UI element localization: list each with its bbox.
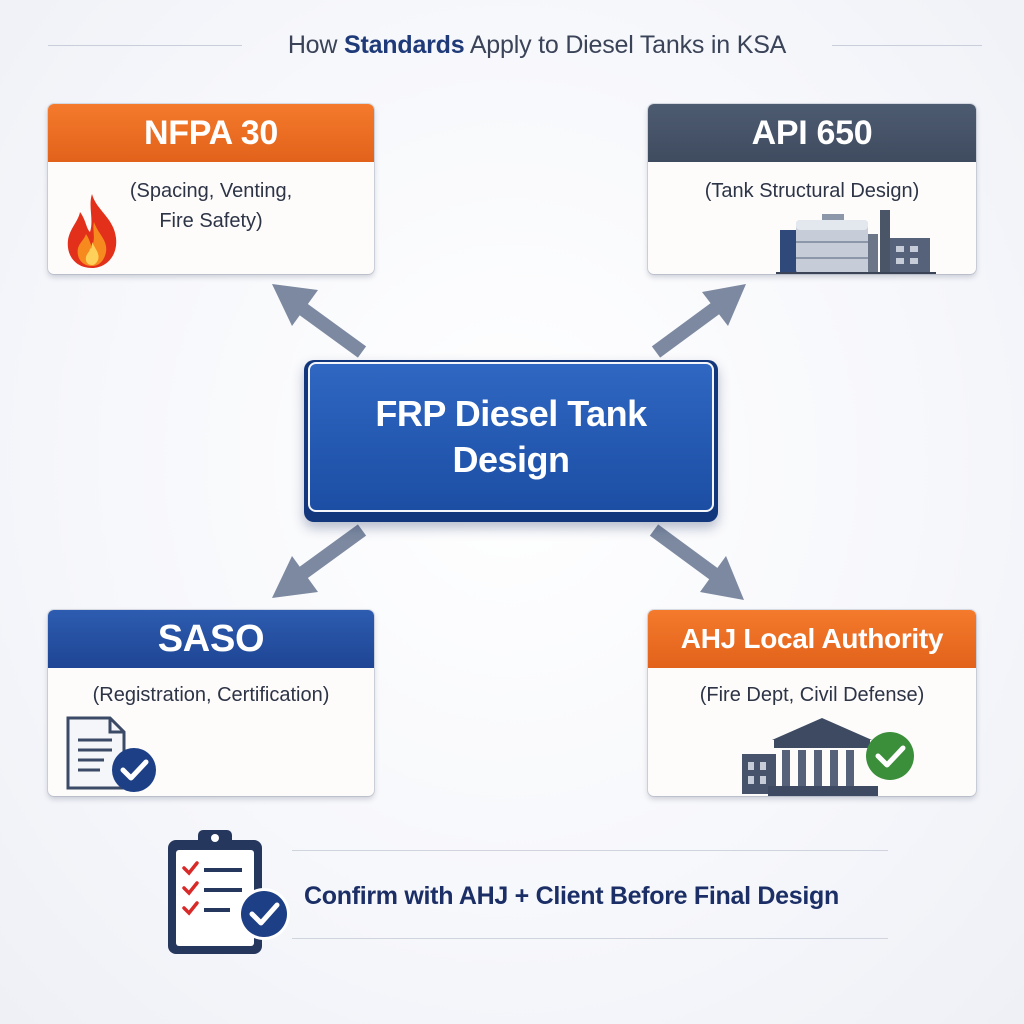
title-prefix: How: [287, 31, 344, 59]
card-nfpa-description: (Spacing, Venting, Fire Safety): [48, 176, 374, 236]
storage-tank-icon: [776, 210, 936, 274]
clipboard-checklist-icon: [168, 830, 290, 954]
card-nfpa-title: NFPA 30: [48, 104, 374, 162]
diagram-title: How Standards Apply to Diesel Tanks in K…: [252, 31, 822, 60]
title-suffix: Apply to Diesel Tanks in KSA: [464, 31, 787, 59]
card-nfpa-desc-line2: Fire Safety): [159, 210, 263, 232]
arrow-to-api: [651, 284, 746, 358]
footer-note: Confirm with AHJ + Client Before Final D…: [304, 882, 839, 910]
center-card-face: FRP Diesel Tank Design: [308, 362, 714, 512]
card-api-650: API 650 (Tank Structural Design): [648, 104, 976, 274]
card-api-title: API 650: [648, 104, 976, 162]
arrow-to-ahj: [649, 524, 744, 600]
footer-divider-top: [292, 850, 888, 851]
card-nfpa-desc-line1: (Spacing, Venting,: [129, 180, 293, 202]
footer-divider-bottom: [292, 938, 888, 939]
title-divider-left: [48, 45, 242, 46]
document-check-icon: [66, 716, 156, 792]
diagram-title-row: How Standards Apply to Diesel Tanks in K…: [0, 26, 1024, 66]
card-nfpa-30: NFPA 30 (Spacing, Venting, Fire Safety): [48, 104, 374, 274]
center-title-line1: FRP Diesel Tank: [375, 393, 647, 434]
center-title-line2: Design: [452, 439, 570, 480]
title-emphasis: Standards: [344, 31, 465, 59]
center-frp-tank-design: FRP Diesel Tank Design: [304, 360, 718, 522]
card-api-description: (Tank Structural Design): [704, 180, 920, 202]
card-saso-description: (Registration, Certification): [92, 684, 330, 706]
title-divider-right: [832, 45, 982, 46]
government-building-check-icon: [742, 718, 914, 796]
card-saso: SASO (Registration, Certification): [48, 610, 374, 796]
fire-icon: [67, 194, 117, 268]
card-ahj-description: (Fire Dept, Civil Defense): [699, 684, 925, 706]
card-ahj-title: AHJ Local Authority: [648, 610, 976, 668]
card-saso-title: SASO: [48, 610, 374, 668]
arrow-to-saso: [272, 524, 367, 598]
arrow-to-nfpa: [272, 284, 367, 358]
card-ahj-local-authority: AHJ Local Authority (Fire Dept, Civil De…: [648, 610, 976, 796]
